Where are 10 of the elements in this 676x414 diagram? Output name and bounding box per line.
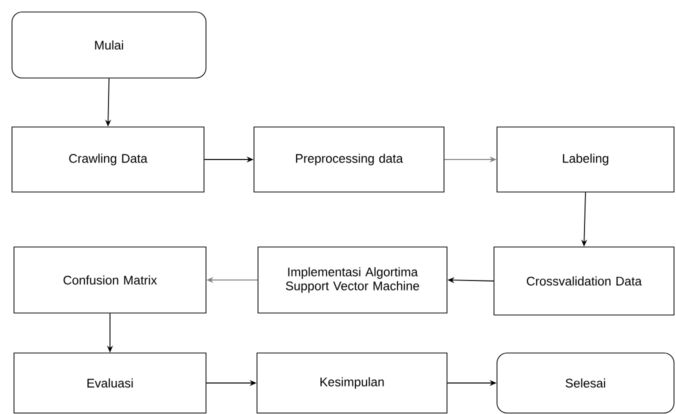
process-box: Evaluasi bbox=[14, 352, 206, 414]
process-box: Labeling bbox=[496, 126, 674, 192]
terminal-box: Selesai bbox=[496, 352, 674, 414]
process-box: Crossvalidation Data bbox=[494, 246, 674, 316]
process-box: Preprocessing data bbox=[254, 126, 444, 192]
process-box: Confusion Matrix bbox=[14, 246, 206, 314]
process-box: Crawling Data bbox=[12, 126, 204, 192]
process-box: Implementasi Algortima Support Vector Machine bbox=[258, 246, 448, 314]
terminal-box: Mulai bbox=[12, 12, 206, 78]
process-box: Kesimpulan bbox=[256, 352, 448, 414]
